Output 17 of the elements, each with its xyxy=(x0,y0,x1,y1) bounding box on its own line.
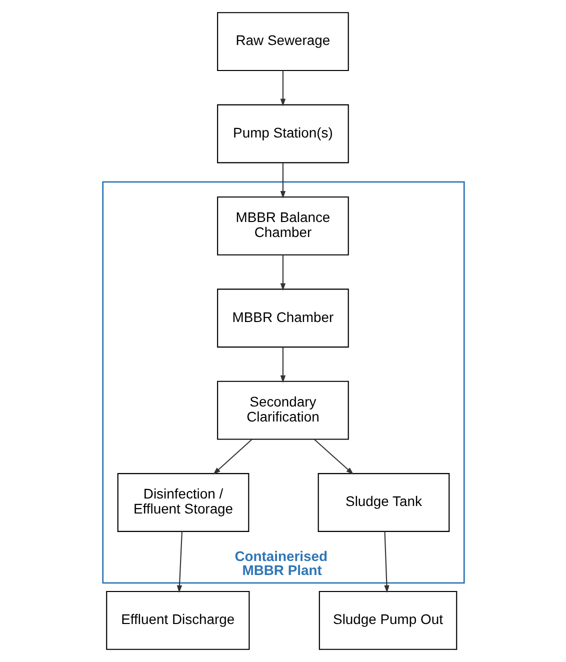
arrow xyxy=(280,255,286,291)
node-box: Disinfection / Effluent Storage xyxy=(116,473,249,532)
node-box: Sludge Tank xyxy=(317,473,450,532)
node-box: Pump Station(s) xyxy=(216,104,348,164)
node-box: Secondary Clarification xyxy=(216,380,348,440)
arrow xyxy=(384,532,389,593)
node-box: Sludge Pump Out xyxy=(318,590,457,650)
arrow xyxy=(313,439,354,475)
arrow xyxy=(176,532,182,593)
node-box: MBBR Balance Chamber xyxy=(216,196,348,256)
arrow xyxy=(280,347,286,383)
arrow xyxy=(280,162,286,199)
arrow xyxy=(212,439,252,475)
node-box: MBBR Chamber xyxy=(216,288,348,348)
node-box: Raw Sewerage xyxy=(216,12,348,72)
arrow xyxy=(280,70,286,106)
node-box: Effluent Discharge xyxy=(106,590,250,650)
